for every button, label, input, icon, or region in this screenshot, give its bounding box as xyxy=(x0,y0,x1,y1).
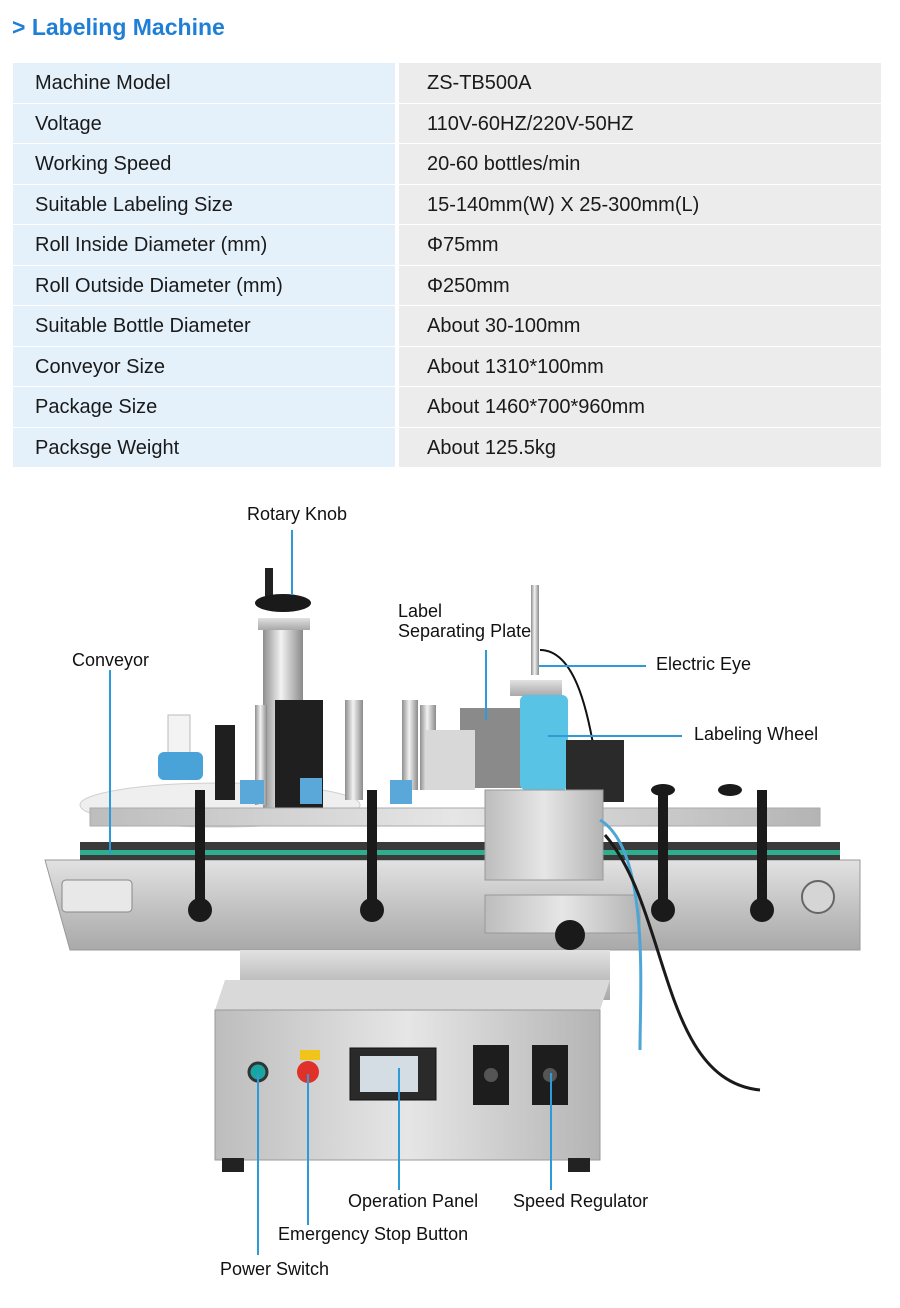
spec-row: Voltage 110V-60HZ/220V-50HZ xyxy=(13,103,881,144)
spec-row: Conveyor Size About 1310*100mm xyxy=(13,346,881,387)
spec-key: Suitable Labeling Size xyxy=(13,184,395,224)
callout-labeling-wheel: Labeling Wheel xyxy=(694,724,819,744)
spec-key: Voltage xyxy=(13,103,395,143)
spec-row: Working Speed 20-60 bottles/min xyxy=(13,144,881,185)
spec-table: Machine Model ZS-TB500A Voltage 110V-60H… xyxy=(13,63,881,468)
emergency-stop-button[interactable] xyxy=(297,1061,319,1083)
spec-value: ZS-TB500A xyxy=(399,63,881,103)
spec-row: Suitable Labeling Size 15-140mm(W) X 25-… xyxy=(13,184,881,225)
callout-speed-regulator: Speed Regulator xyxy=(513,1191,649,1211)
spec-key: Packsge Weight xyxy=(13,427,395,467)
leader-lines xyxy=(109,530,682,1255)
spec-value: 20-60 bottles/min xyxy=(399,144,881,184)
spec-row: Roll Outside Diameter (mm) Φ250mm xyxy=(13,265,881,306)
spec-row: Roll Inside Diameter (mm) Φ75mm xyxy=(13,225,881,266)
spec-row: Package Size About 1460*700*960mm xyxy=(13,387,881,428)
rotary-knob xyxy=(255,594,311,612)
spec-key: Machine Model xyxy=(13,63,395,103)
conveyor xyxy=(44,859,861,951)
spec-value: About 30-100mm xyxy=(399,306,881,346)
callout-power-switch: Power Switch xyxy=(220,1259,330,1279)
spec-value: Φ250mm xyxy=(399,265,881,305)
machine-illustration xyxy=(44,530,861,1255)
labeling-wheel xyxy=(520,695,568,790)
page-title: > Labeling Machine xyxy=(12,14,225,40)
spec-row: Suitable Bottle Diameter About 30-100mm xyxy=(13,306,881,347)
spec-value: About 1460*700*960mm xyxy=(399,387,881,427)
spec-key: Roll Outside Diameter (mm) xyxy=(13,265,395,305)
spec-key: Suitable Bottle Diameter xyxy=(13,306,395,346)
callout-label-plate-line2: Separating Plate xyxy=(398,621,532,641)
callout-label-plate-line1: Label xyxy=(398,601,443,621)
spec-key: Conveyor Size xyxy=(13,346,395,386)
callout-rotary-knob: Rotary Knob xyxy=(247,504,348,524)
machine-figure: Rotary Knob Label Separating Plate Conve… xyxy=(0,490,900,1308)
spec-value: About 125.5kg xyxy=(399,427,881,467)
electric-eye-rod xyxy=(531,585,539,675)
callout-operation-panel: Operation Panel xyxy=(348,1191,479,1211)
spec-key: Roll Inside Diameter (mm) xyxy=(13,225,395,265)
spec-value: 15-140mm(W) X 25-300mm(L) xyxy=(399,184,881,224)
spec-row: Machine Model ZS-TB500A xyxy=(13,63,881,104)
callout-conveyor: Conveyor xyxy=(72,650,150,670)
callout-emergency-stop: Emergency Stop Button xyxy=(278,1224,469,1244)
spec-value: Φ75mm xyxy=(399,225,881,265)
spec-value: About 1310*100mm xyxy=(399,346,881,386)
spec-row: Packsge Weight About 125.5kg xyxy=(13,427,881,468)
callout-electric-eye: Electric Eye xyxy=(656,654,752,674)
spec-key: Package Size xyxy=(13,387,395,427)
spec-value: 110V-60HZ/220V-50HZ xyxy=(399,103,881,143)
spec-key: Working Speed xyxy=(13,144,395,184)
